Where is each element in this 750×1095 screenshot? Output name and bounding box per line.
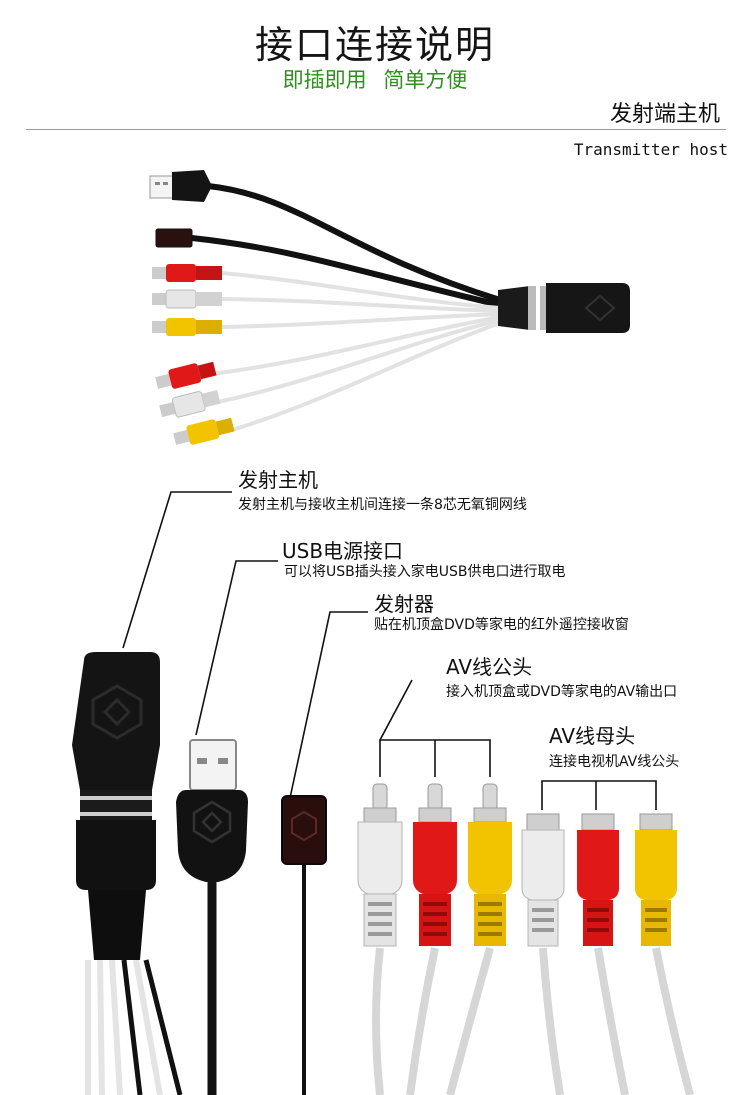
hex-logo-icon: [91, 684, 143, 740]
cable-overview-illustration: [149, 170, 630, 445]
rca-male-red: [413, 783, 457, 946]
rca-male-group-mini: [155, 361, 235, 445]
callout-desc-av-male: 接入机顶盒或DVD等家电的AV输出口: [446, 684, 678, 700]
page-title: 接口连接说明: [254, 23, 495, 67]
callout-desc-transmitter: 发射主机与接收主机间连接一条8芯无氧铜网线: [238, 497, 527, 513]
transmitter-housing-mini: [498, 283, 630, 333]
ir-emitter: [281, 795, 327, 1095]
rca-connectors: [357, 783, 694, 1095]
usb-plug-mini: [149, 170, 212, 202]
callout-title-ir: 发射器: [374, 592, 434, 616]
transmitter-host: [72, 652, 183, 1095]
rca-female-white: [521, 813, 565, 947]
ir-emitter-mini: [155, 228, 193, 248]
section-subheading: Transmitter host: [573, 140, 728, 159]
section-divider: [26, 129, 726, 130]
rca-female-red: [577, 813, 619, 946]
rca-female-group-mini: [152, 264, 222, 336]
rca-male-yellow: [468, 783, 512, 946]
callout-desc-av-female: 连接电视机AV线公头: [549, 754, 680, 770]
callout-title-usb: USB电源接口: [282, 539, 404, 563]
callout-desc-usb: 可以将USB插头接入家电USB供电口进行取电: [284, 564, 566, 580]
callout-title-av-female: AV线母头: [549, 724, 636, 748]
rca-male-white: [357, 783, 403, 947]
callout-title-av-male: AV线公头: [446, 655, 533, 679]
page-subtitle: 即插即用 简单方便: [282, 68, 468, 92]
usb-power-plug: [176, 739, 248, 1095]
callout-desc-ir: 贴在机顶盒DVD等家电的红外遥控接收窗: [374, 617, 629, 633]
rca-female-yellow: [635, 813, 677, 946]
callout-title-transmitter: 发射主机: [238, 468, 318, 492]
section-heading: 发射端主机: [609, 102, 720, 127]
